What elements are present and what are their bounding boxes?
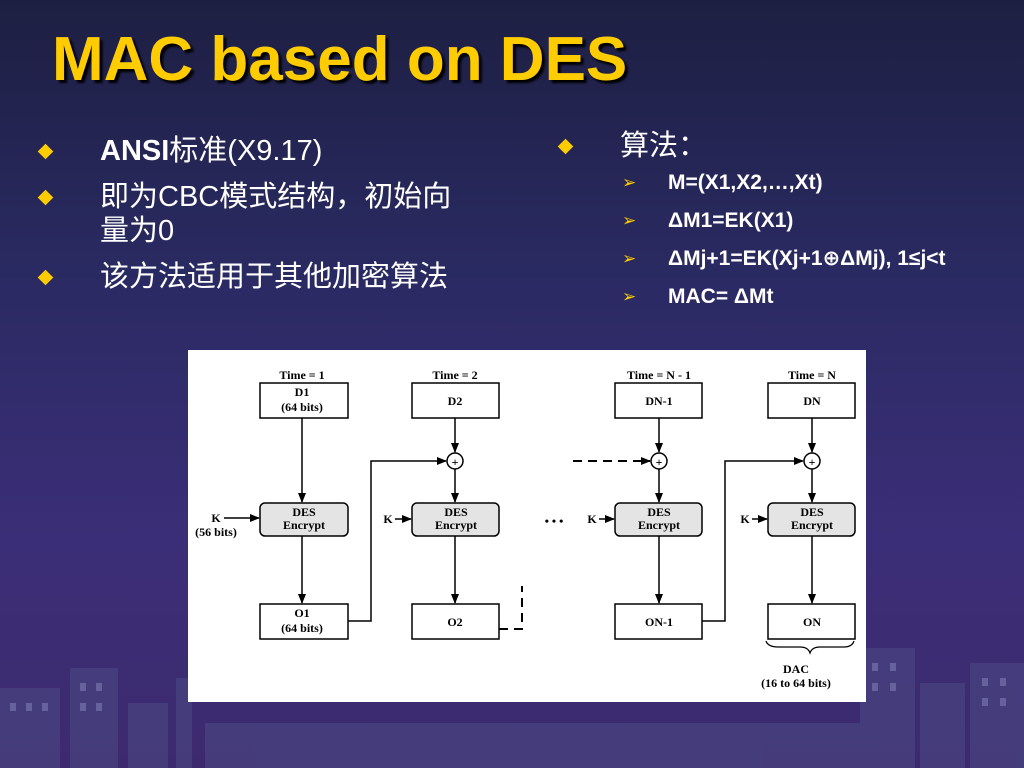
des-label-2a: DES: [444, 505, 468, 519]
diamond-bullet-icon: [37, 143, 54, 160]
xor-symbol-2: +: [452, 455, 459, 469]
time-label-n: Time = N: [788, 368, 836, 382]
input-box-d2: [411, 382, 500, 419]
output-box-on-1: [614, 603, 703, 640]
des-box-1: [259, 502, 349, 537]
diamond-bullet-icon: [37, 269, 54, 286]
arrow-bullet-icon: ➢: [622, 173, 637, 192]
feedback-o1-to-xor2: [348, 457, 447, 622]
algorithm-section: 算法： ➢M=(X1,X2,…,Xt) ➢ΔM1=EK(X1) ➢ΔMj+1=E…: [557, 128, 1018, 320]
output-box-o1: [259, 603, 349, 640]
des-label-na: DES: [800, 505, 824, 519]
input-label-d1: D1: [295, 385, 310, 399]
bullet-ansi-standard: ANSI标准(X9.17): [37, 134, 538, 168]
arrow-bullet-icon: ➢: [622, 211, 637, 230]
bullet-other-algorithms: 该方法适用于其他加密算法: [37, 260, 538, 294]
output-label-o2: O2: [447, 615, 462, 629]
input-size-d1: (64 bits): [281, 400, 323, 414]
des-label-n-1b: Encrypt: [638, 518, 680, 532]
input-box-d1: [259, 382, 349, 419]
diamond-bullet-icon: [557, 138, 574, 155]
left-bullet-list: ANSI标准(X9.17) 即为CBC模式结构，初始向 量为0 该方法适用于其他…: [37, 134, 538, 306]
des-label-1b: Encrypt: [283, 518, 325, 532]
time-label-n-1: Time = N - 1: [627, 368, 691, 382]
xor-symbol-n: +: [809, 455, 816, 469]
bullet-cbc-mode: 即为CBC模式结构，初始向 量为0: [37, 180, 538, 248]
input-label-dn: DN: [803, 394, 821, 408]
output-label-on-1: ON-1: [645, 615, 673, 629]
des-label-n-1a: DES: [647, 505, 671, 519]
des-label-1a: DES: [292, 505, 316, 519]
dac-size-label: (16 to 64 bits): [761, 676, 831, 690]
algorithm-heading: 算法：: [557, 128, 1018, 164]
arrow-bullet-icon: ➢: [622, 287, 637, 306]
key-label-n: K: [740, 512, 750, 526]
dac-brace: [765, 640, 855, 655]
key-size-1: (56 bits): [195, 525, 237, 539]
city-skyline-background: [0, 648, 1024, 768]
mac-des-diagram: Time = 1 Time = 2 Time = N - 1 Time = N …: [188, 350, 866, 702]
input-label-d2: D2: [448, 394, 463, 408]
xor-symbol-n-1: +: [656, 455, 663, 469]
des-label-2b: Encrypt: [435, 518, 477, 532]
diamond-bullet-icon: [37, 189, 54, 206]
diagram-svg: Time = 1 Time = 2 Time = N - 1 Time = N …: [195, 368, 856, 690]
feedback-on-1-to-xorn: [702, 457, 804, 622]
key-label-1: K: [211, 511, 221, 525]
output-box-o2: [411, 603, 500, 640]
output-box-on: [767, 603, 856, 640]
time-label-1: Time = 1: [279, 368, 324, 382]
step-first-encrypt: ➢ΔM1=EK(X1): [558, 206, 1018, 244]
ellipsis-dots: • • •: [545, 514, 564, 528]
arrow-bullet-icon: ➢: [622, 249, 637, 268]
key-label-n-1: K: [587, 512, 597, 526]
step-message-blocks: ➢M=(X1,X2,…,Xt): [558, 168, 1018, 206]
slide-title: MAC based on DES: [52, 25, 628, 94]
output-label-o1: O1: [294, 606, 309, 620]
feedback-o2-dashed: [499, 586, 523, 630]
algorithm-steps: ➢M=(X1,X2,…,Xt) ➢ΔM1=EK(X1) ➢ΔMj+1=EK(Xj…: [558, 168, 1018, 320]
step-chain-encrypt: ➢ΔMj+1=EK(Xj+1⊕ΔMj), 1≤j<t: [558, 244, 1018, 282]
output-size-o1: (64 bits): [281, 621, 323, 635]
output-label-on: ON: [803, 615, 821, 629]
dac-label: DAC: [783, 662, 809, 676]
key-label-2: K: [383, 512, 393, 526]
step-mac-result: ➢MAC= ΔMt: [558, 282, 1018, 320]
des-label-nb: Encrypt: [791, 518, 833, 532]
time-label-2: Time = 2: [432, 368, 477, 382]
input-label-dn-1: DN-1: [645, 394, 672, 408]
input-box-dn-1: [614, 382, 703, 419]
